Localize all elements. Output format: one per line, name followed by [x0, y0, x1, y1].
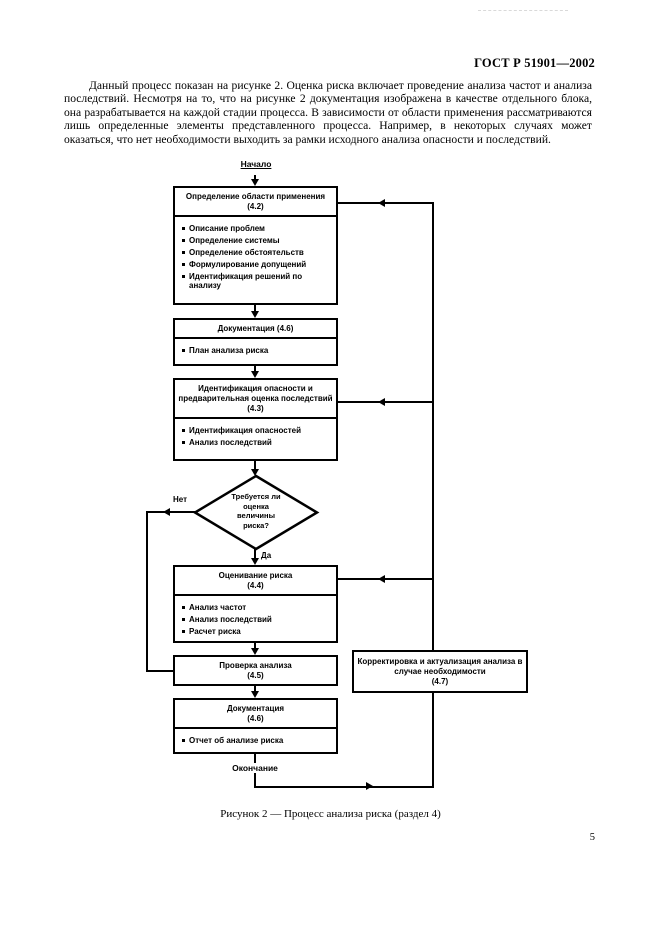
- connector-feedback-to-scope: [338, 202, 434, 204]
- connector-start-to-scope: [254, 175, 256, 180]
- list-item: Описание проблем: [180, 224, 333, 234]
- yes-branch-label: Да: [261, 551, 272, 560]
- arrowhead-left-icon: [378, 398, 385, 406]
- box-scope-title: Определение области применения: [185, 192, 326, 201]
- arrowhead-left-icon: [163, 508, 170, 516]
- list-item: Определение системы: [180, 236, 333, 246]
- box-verification-title: Проверка анализа: [219, 660, 292, 670]
- standard-number-header: ГОСТ Р 51901—2002: [474, 56, 595, 70]
- list-item: План анализа риска: [180, 346, 333, 356]
- box-verification: Проверка анализа (4.5): [173, 655, 338, 686]
- box-verification-ref: (4.5): [247, 670, 264, 680]
- box-hazard-list: Идентификация опасностей Анализ последст…: [175, 419, 336, 453]
- decision-question-line: величины: [237, 511, 275, 520]
- intro-paragraph: Данный процесс показан на рисунке 2. Оце…: [64, 79, 592, 146]
- box-documentation-report-ref: (4.6): [247, 714, 264, 723]
- list-item: Определение обстоятельств: [180, 248, 333, 258]
- connector-no-vertical: [146, 511, 148, 672]
- no-branch-label: Нет: [172, 495, 188, 504]
- decision-question-line: риска?: [243, 520, 269, 530]
- box-risk-estimation-list: Анализ частот Анализ последствий Расчет …: [175, 596, 336, 642]
- box-scope-definition: Определение области применения (4.2) Опи…: [173, 186, 338, 305]
- connector-no-horizontal: [146, 511, 195, 513]
- connector-verification-to-docreport: [254, 685, 256, 692]
- arrowhead-down-icon: [251, 691, 259, 698]
- connector-estimation-to-verification: [254, 642, 256, 649]
- arrowhead-left-icon: [378, 575, 385, 583]
- list-item: Идентификация решений по анализу: [180, 272, 333, 291]
- arrowhead-right-icon: [366, 782, 373, 790]
- box-scope-ref: (4.2): [247, 202, 264, 211]
- scan-artifact-line: [478, 10, 568, 11]
- connector-decision-to-estimation: [254, 549, 256, 559]
- figure-caption: Рисунок 2 — Процесс анализа риска (разде…: [220, 808, 441, 820]
- box-documentation-report-header: Документация (4.6): [175, 700, 336, 729]
- connector-feedback-riser: [432, 202, 434, 650]
- list-item: Формулирование допущений: [180, 260, 333, 270]
- box-risk-estimation-header: Оценивание риска (4.4): [175, 567, 336, 596]
- box-documentation-report: Документация (4.6) Отчет об анализе риск…: [173, 698, 338, 754]
- box-update-actualization: Корректировка и актуализация анализа в с…: [352, 650, 528, 693]
- page-number: 5: [589, 832, 595, 843]
- arrowhead-down-icon: [251, 648, 259, 655]
- list-item: Анализ последствий: [180, 615, 333, 625]
- connector-riser-to-update: [432, 692, 434, 788]
- connector-feedback-to-hazard: [338, 401, 434, 403]
- decision-question-line: Требуется ли: [231, 492, 281, 501]
- connector-bottom-horizontal: [254, 786, 434, 788]
- box-documentation-plan-header: Документация (4.6): [175, 320, 336, 339]
- start-label: Начало: [227, 159, 285, 169]
- box-risk-estimation-ref: (4.4): [247, 581, 264, 590]
- box-scope-list: Описание проблем Определение системы Опр…: [175, 217, 336, 296]
- box-risk-estimation-title: Оценивание риска: [218, 571, 293, 580]
- connector-docplan-to-hazard: [254, 365, 256, 372]
- list-item: Анализ последствий: [180, 438, 333, 448]
- box-documentation-plan: Документация (4.6) План анализа риска: [173, 318, 338, 366]
- end-label: Окончание: [222, 763, 288, 773]
- box-update-ref: (4.7): [431, 676, 449, 686]
- decision-question: Требуется ли оценка величины риска?: [192, 492, 320, 530]
- connector-scope-to-docplan: [254, 305, 256, 312]
- list-item: Расчет риска: [180, 627, 333, 637]
- list-item: Отчет об анализе риска: [180, 736, 333, 746]
- connector-hazard-to-decision: [254, 460, 256, 470]
- arrowhead-down-icon: [251, 469, 259, 476]
- box-hazard-identification: Идентификация опасности и предварительна…: [173, 378, 338, 461]
- arrowhead-down-icon: [251, 311, 259, 318]
- arrowhead-down-icon: [251, 179, 259, 186]
- box-update-title: Корректировка и актуализация анализа в с…: [357, 656, 523, 676]
- box-hazard-header: Идентификация опасности и предварительна…: [175, 380, 336, 419]
- box-documentation-report-title: Документация: [226, 704, 285, 713]
- box-scope-header: Определение области применения (4.2): [175, 188, 336, 217]
- arrowhead-down-icon: [251, 558, 259, 565]
- connector-no-to-verification: [146, 670, 173, 672]
- arrowhead-down-icon: [251, 371, 259, 378]
- box-documentation-plan-list: План анализа риска: [175, 339, 336, 361]
- box-documentation-report-list: Отчет об анализе риска: [175, 729, 336, 751]
- box-risk-estimation: Оценивание риска (4.4) Анализ частот Ана…: [173, 565, 338, 643]
- list-item: Идентификация опасностей: [180, 426, 333, 436]
- arrowhead-left-icon: [378, 199, 385, 207]
- decision-question-line: оценка: [243, 501, 269, 511]
- decision-diamond: [192, 474, 320, 551]
- connector-feedback-to-estimation: [338, 578, 434, 580]
- list-item: Анализ частот: [180, 603, 333, 613]
